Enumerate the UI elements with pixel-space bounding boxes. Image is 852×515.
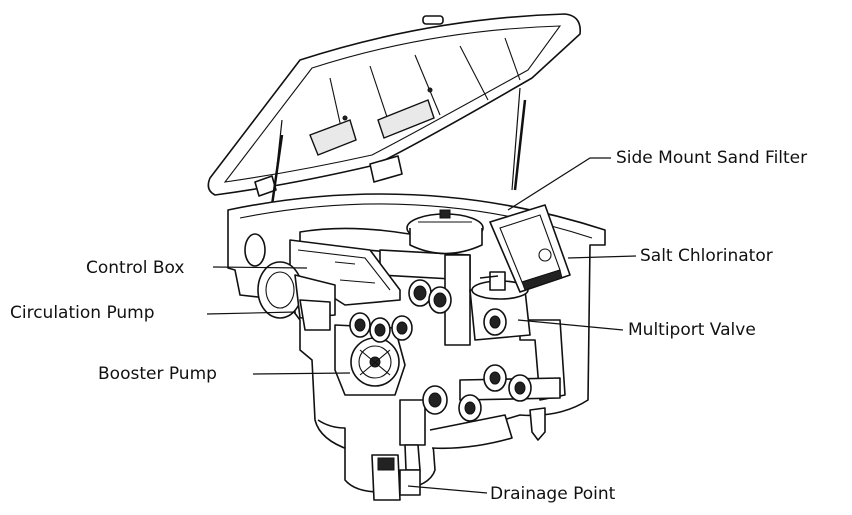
label-drainage-point: Drainage Point	[490, 484, 616, 504]
label-side-mount-sand-filter: Side Mount Sand Filter	[616, 148, 808, 168]
multiport-valve	[469, 271, 531, 341]
label-circulation-pump: Circulation Pump	[10, 303, 155, 323]
label-salt-chlorinator: Salt Chlorinator	[640, 246, 773, 266]
lid-struts	[270, 87, 527, 206]
salt-chlorinator	[489, 204, 571, 293]
label-multiport-valve: Multiport Valve	[628, 320, 756, 340]
circulation-pump	[244, 233, 336, 331]
leader-lines	[206, 157, 637, 494]
booster-pump	[334, 324, 406, 396]
label-control-box: Control Box	[86, 258, 185, 278]
drainage-assembly	[371, 454, 421, 501]
label-booster-pump: Booster Pump	[98, 364, 217, 384]
sand-filter-top	[406, 209, 484, 255]
lid	[207, 13, 582, 197]
pipe-unions	[349, 279, 532, 422]
